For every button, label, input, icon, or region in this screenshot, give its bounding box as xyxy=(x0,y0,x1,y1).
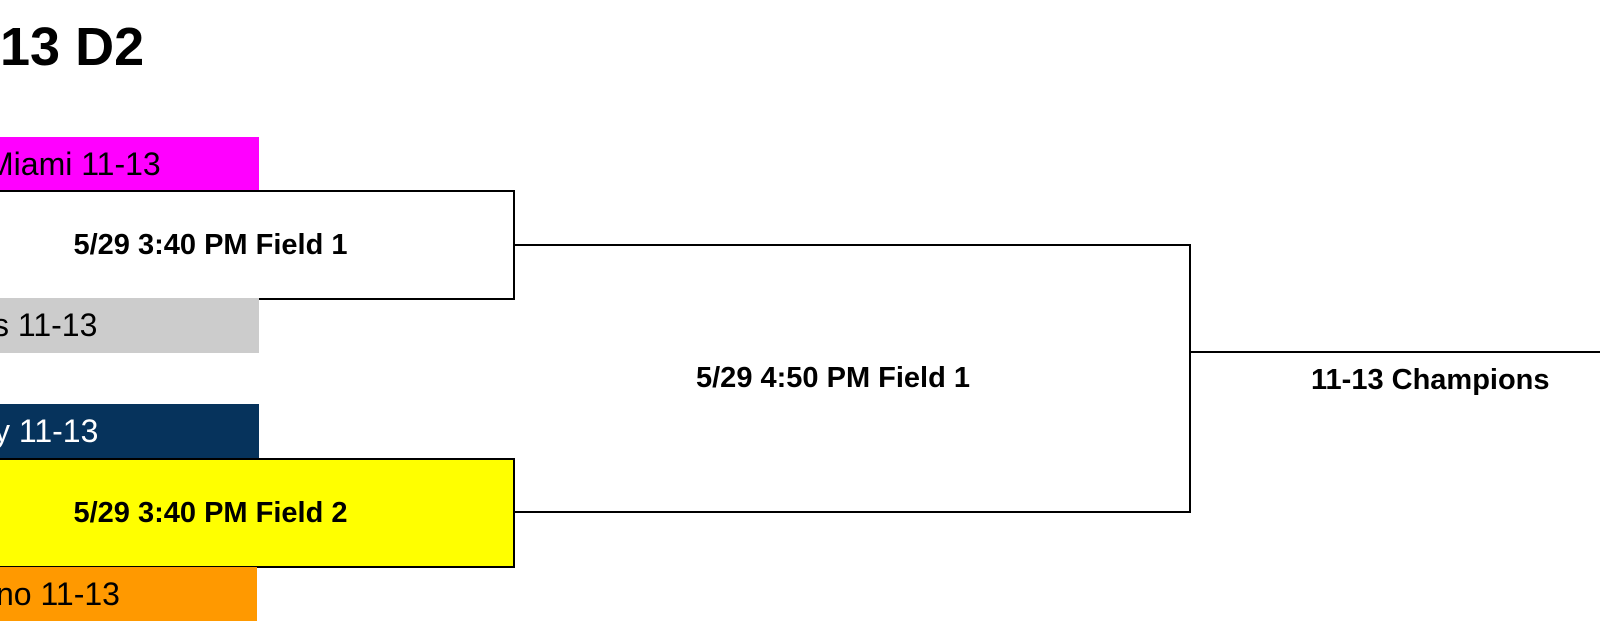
game-label: 5/29 3:40 PM Field 1 xyxy=(73,228,348,261)
team-label: no 11-13 xyxy=(0,575,120,612)
team-slot-miami: Miami 11-13 xyxy=(0,137,259,191)
team-label: y 11-13 xyxy=(0,413,99,449)
connector-line xyxy=(1191,351,1600,353)
game-box-field-1[interactable]: 5/29 3:40 PM Field 1 xyxy=(0,190,515,300)
semifinal-game-label: 5/29 4:50 PM Field 1 xyxy=(696,362,971,394)
team-label: Miami 11-13 xyxy=(0,145,161,182)
connector-line xyxy=(514,244,1191,246)
champion-label: 11-13 Champions xyxy=(1311,364,1550,396)
bracket-title: 13 D2 xyxy=(0,17,145,77)
connector-line xyxy=(1189,244,1191,513)
team-slot-y: y 11-13 xyxy=(0,404,259,459)
team-label: s 11-13 xyxy=(0,307,98,343)
game-label: 5/29 3:40 PM Field 2 xyxy=(73,496,348,529)
team-slot-s: s 11-13 xyxy=(0,298,259,353)
game-box-field-2[interactable]: 5/29 3:40 PM Field 2 xyxy=(0,458,515,568)
team-slot-no: no 11-13 xyxy=(0,567,257,621)
connector-line xyxy=(514,511,1191,513)
